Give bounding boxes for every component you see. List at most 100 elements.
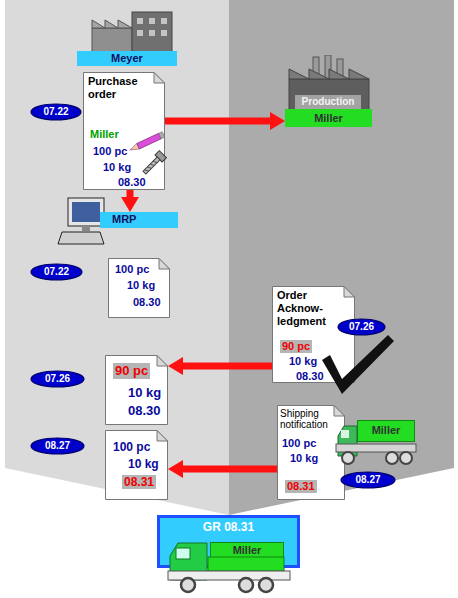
building-windows [137, 18, 167, 36]
document-fold [154, 73, 165, 84]
purchase-order-document: Purchase orderMiller100 pc10 kg08.30 [83, 72, 165, 190]
changed-quantity: 90 pc [280, 340, 312, 353]
building-tower [132, 12, 172, 52]
document-fold [157, 356, 168, 367]
mrp-record-document: 100 pc 10 kg 08.31 [105, 430, 168, 500]
document-sheet [278, 406, 345, 500]
document-fold [344, 287, 355, 298]
vendor-panel [229, 0, 454, 515]
delivery-date: 08.30 [128, 403, 161, 419]
date-text: 08.27 [30, 437, 85, 455]
date-text: 07.26 [30, 370, 85, 388]
truck-wheel [181, 578, 195, 592]
document-title: Order Acknow- ledgment [277, 289, 339, 328]
connector-layer [130, 121, 277, 469]
document-sheet [106, 356, 168, 425]
delivery-date: 08.30 [133, 296, 161, 309]
system-name: MRP [112, 213, 136, 226]
vendor-label: Miller [285, 109, 372, 127]
oval-shape [341, 472, 395, 488]
weight-text: 10 kg [289, 355, 317, 368]
delivery-date: 08.30 [118, 176, 146, 189]
truck-cab [170, 543, 207, 580]
goods-receipt-box: GR 08.31Miller [157, 515, 300, 568]
factory-label: Production [295, 95, 361, 109]
document-title: Purchase order [88, 75, 148, 101]
company-label: Meyer [77, 51, 177, 66]
building-hall [92, 28, 132, 52]
flow-arrow [183, 363, 272, 370]
date-oval: 07.26 [30, 370, 85, 388]
truck-container [208, 557, 284, 571]
company-building [92, 12, 172, 52]
factory-icon [289, 55, 369, 111]
changed-quantity: 90 pc [113, 363, 150, 379]
flow-arrow [165, 118, 270, 125]
document-sheet [109, 259, 170, 318]
computer-icon [58, 198, 104, 244]
truck-wheel [400, 452, 412, 464]
flow-arrow [183, 466, 277, 473]
changed-date: 08.31 [122, 475, 156, 489]
weight-text: 10 kg [127, 279, 155, 292]
mrp-record-document: 90 pc 10 kg 08.30 [105, 355, 168, 425]
date-text: 07.22 [30, 263, 83, 281]
date-text: 07.26 [337, 318, 386, 336]
document-title: Shipping notification [280, 408, 342, 430]
document-fold [159, 259, 170, 270]
screw-icon [141, 151, 166, 176]
truck-window [341, 430, 349, 438]
truck-wheel [342, 452, 354, 464]
quantity-text: 100 pc [113, 440, 150, 454]
monitor [68, 198, 104, 226]
factory-roof [289, 69, 369, 79]
shipping-truck [336, 426, 416, 464]
building-roof [92, 20, 132, 28]
quantity-text: 100 pc [282, 437, 316, 450]
weight-text: 10 kg [103, 161, 131, 174]
vendor-name: Miller [358, 421, 414, 441]
truck-label: Miller [357, 420, 415, 442]
keyboard [58, 232, 104, 244]
mrp-record-document: 100 pc 10 kg 08.30 [108, 258, 170, 318]
document-fold [157, 431, 168, 442]
changed-date: 08.31 [285, 480, 317, 493]
date-text: 07.22 [30, 103, 82, 121]
date-oval: 07.22 [30, 263, 83, 281]
order-acknowledgment-document: Order Acknow- ledgment 90 pc 10 kg 08.30 [272, 286, 355, 383]
quantity-text: 100 pc [93, 145, 127, 158]
delivery-date: 08.30 [296, 370, 324, 383]
pencil-icon [129, 132, 165, 153]
truck-chassis [336, 444, 416, 452]
date-oval: 07.26 [337, 318, 386, 336]
monitor-stand [82, 226, 90, 231]
oval-shape [31, 371, 84, 387]
date-oval: 08.27 [30, 437, 85, 455]
factory-hall [289, 79, 369, 111]
oval-shape [338, 319, 385, 335]
truck-wheel [239, 578, 253, 592]
oval-shape [31, 104, 81, 120]
flow-arrow [127, 190, 134, 197]
document-sheet [106, 431, 168, 500]
weight-text: 10 kg [128, 385, 161, 401]
receipt-truck [168, 543, 290, 592]
truck-label: Miller [210, 542, 284, 560]
oval-shape [31, 438, 84, 454]
quantity-text: 100 pc [115, 263, 149, 276]
date-oval: 07.22 [30, 103, 82, 121]
system-label: MRP [100, 212, 178, 228]
date-oval: 08.27 [340, 471, 396, 489]
customer-panel [5, 0, 229, 515]
oval-shape [31, 264, 82, 280]
document-sheet [273, 287, 355, 383]
document-fold [334, 406, 345, 417]
document-sheet [84, 73, 165, 190]
production-factory: ProductionMiller [285, 55, 372, 127]
truck-wheel [259, 578, 273, 592]
weight-text: 10 kg [128, 457, 159, 471]
screen [72, 202, 100, 222]
